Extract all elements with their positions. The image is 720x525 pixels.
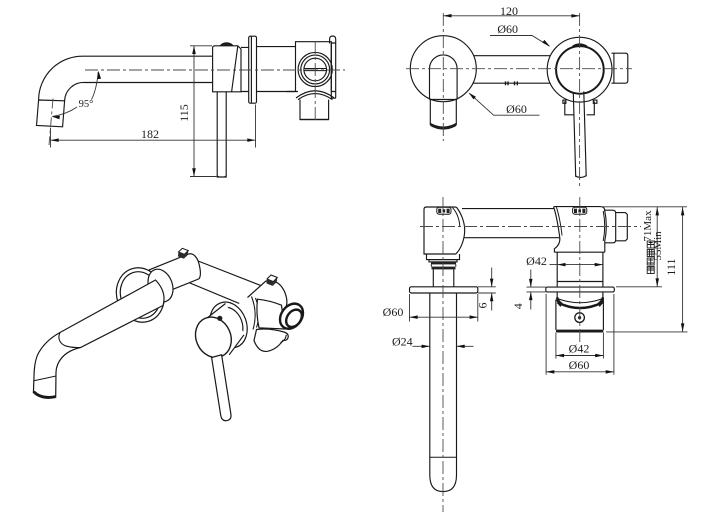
svg-text:55Min: 55Min xyxy=(652,231,664,261)
svg-text:Ø42: Ø42 xyxy=(569,342,590,356)
svg-text:115: 115 xyxy=(177,104,191,122)
svg-text:Ø60: Ø60 xyxy=(383,305,404,319)
svg-text:120: 120 xyxy=(500,4,518,18)
svg-text:71Max: 71Max xyxy=(642,210,654,242)
svg-text:Ø24: Ø24 xyxy=(392,335,413,349)
svg-text:95°: 95° xyxy=(79,99,94,110)
svg-text:4: 4 xyxy=(511,303,525,309)
svg-text:182: 182 xyxy=(141,127,159,141)
svg-text:Ø60: Ø60 xyxy=(506,102,527,116)
svg-text:6: 6 xyxy=(475,303,489,309)
svg-text:111: 111 xyxy=(664,258,678,275)
svg-text:Ø60: Ø60 xyxy=(569,358,590,372)
svg-text:Ø42: Ø42 xyxy=(526,254,547,268)
svg-text:Ø60: Ø60 xyxy=(497,22,518,36)
